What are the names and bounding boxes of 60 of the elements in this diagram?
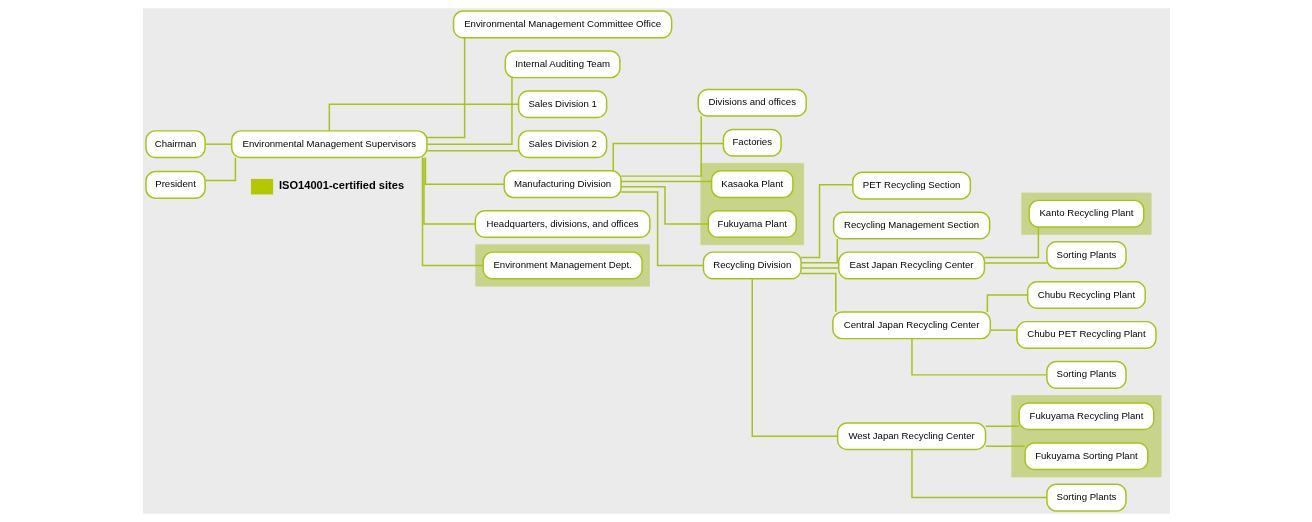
connector xyxy=(619,115,702,177)
node-box: President xyxy=(144,170,206,199)
node-box: Chubu PET Recycling Plant xyxy=(1015,320,1157,349)
node-box: Recycling Division xyxy=(702,251,802,280)
connector xyxy=(425,77,513,145)
connector xyxy=(984,425,1020,427)
node-box: Chairman xyxy=(144,130,206,159)
node-box: Sales Division 2 xyxy=(517,130,607,159)
connector xyxy=(799,184,853,259)
node-box: Sorting Plants xyxy=(1045,483,1127,512)
node-box: Environmental Management Committee Office xyxy=(452,10,672,39)
connector xyxy=(620,186,709,225)
connector xyxy=(910,448,1048,499)
connector xyxy=(983,262,1048,264)
connector xyxy=(424,156,505,186)
connector xyxy=(422,157,476,225)
node-box: Factories xyxy=(722,128,782,157)
connector xyxy=(751,278,838,437)
legend-label: ISO14001-certified sites xyxy=(278,178,404,191)
node-box: Environment Management Dept. xyxy=(481,251,643,280)
cluster xyxy=(1010,395,1161,478)
connector xyxy=(983,226,1039,259)
node-box: Central Japan Recycling Center xyxy=(831,311,991,340)
node-box: Sorting Plants xyxy=(1045,241,1127,270)
node-box: West Japan Recycling Center xyxy=(836,422,986,451)
node-box: Internal Auditing Team xyxy=(504,50,621,79)
connector xyxy=(799,267,839,269)
connector xyxy=(328,103,519,132)
node-box: Chubu Recycling Plant xyxy=(1026,280,1146,310)
node-box: Recycling Management Section xyxy=(832,211,990,240)
cluster xyxy=(1020,192,1151,235)
node-box: Headquarters, divisions, and offices xyxy=(474,210,651,239)
cluster xyxy=(474,244,650,287)
connector xyxy=(612,142,724,172)
connector xyxy=(421,156,484,267)
connector xyxy=(989,329,1018,331)
node-box: Divisions and offices xyxy=(697,88,807,117)
connector xyxy=(984,445,1026,447)
connector xyxy=(986,294,1028,313)
node-box: Fukuyama Recycling Plant xyxy=(1017,402,1154,431)
connector xyxy=(425,37,465,139)
node-box: Environmental Management Supervisors xyxy=(230,130,428,159)
connector xyxy=(203,156,236,182)
connector xyxy=(203,143,232,145)
node-box: Manufacturing Division xyxy=(502,170,622,199)
node-box: Sales Division 1 xyxy=(517,90,607,119)
connector xyxy=(619,191,704,267)
connector xyxy=(800,238,838,264)
connector xyxy=(426,150,519,152)
node-box: Kanto Recycling Plant xyxy=(1027,199,1144,228)
connector xyxy=(619,180,712,183)
node-box: Kasaoka Plant xyxy=(710,170,794,199)
node-box: PET Recycling Section xyxy=(851,171,971,200)
node-box: East Japan Recycling Center xyxy=(837,251,985,280)
cluster xyxy=(700,163,804,246)
node-box: Fukuyama Sorting Plant xyxy=(1023,442,1149,471)
node-box: Fukuyama Plant xyxy=(707,210,797,239)
node-box: Sorting Plants xyxy=(1045,360,1127,389)
connector xyxy=(799,272,837,313)
connector xyxy=(910,338,1048,376)
